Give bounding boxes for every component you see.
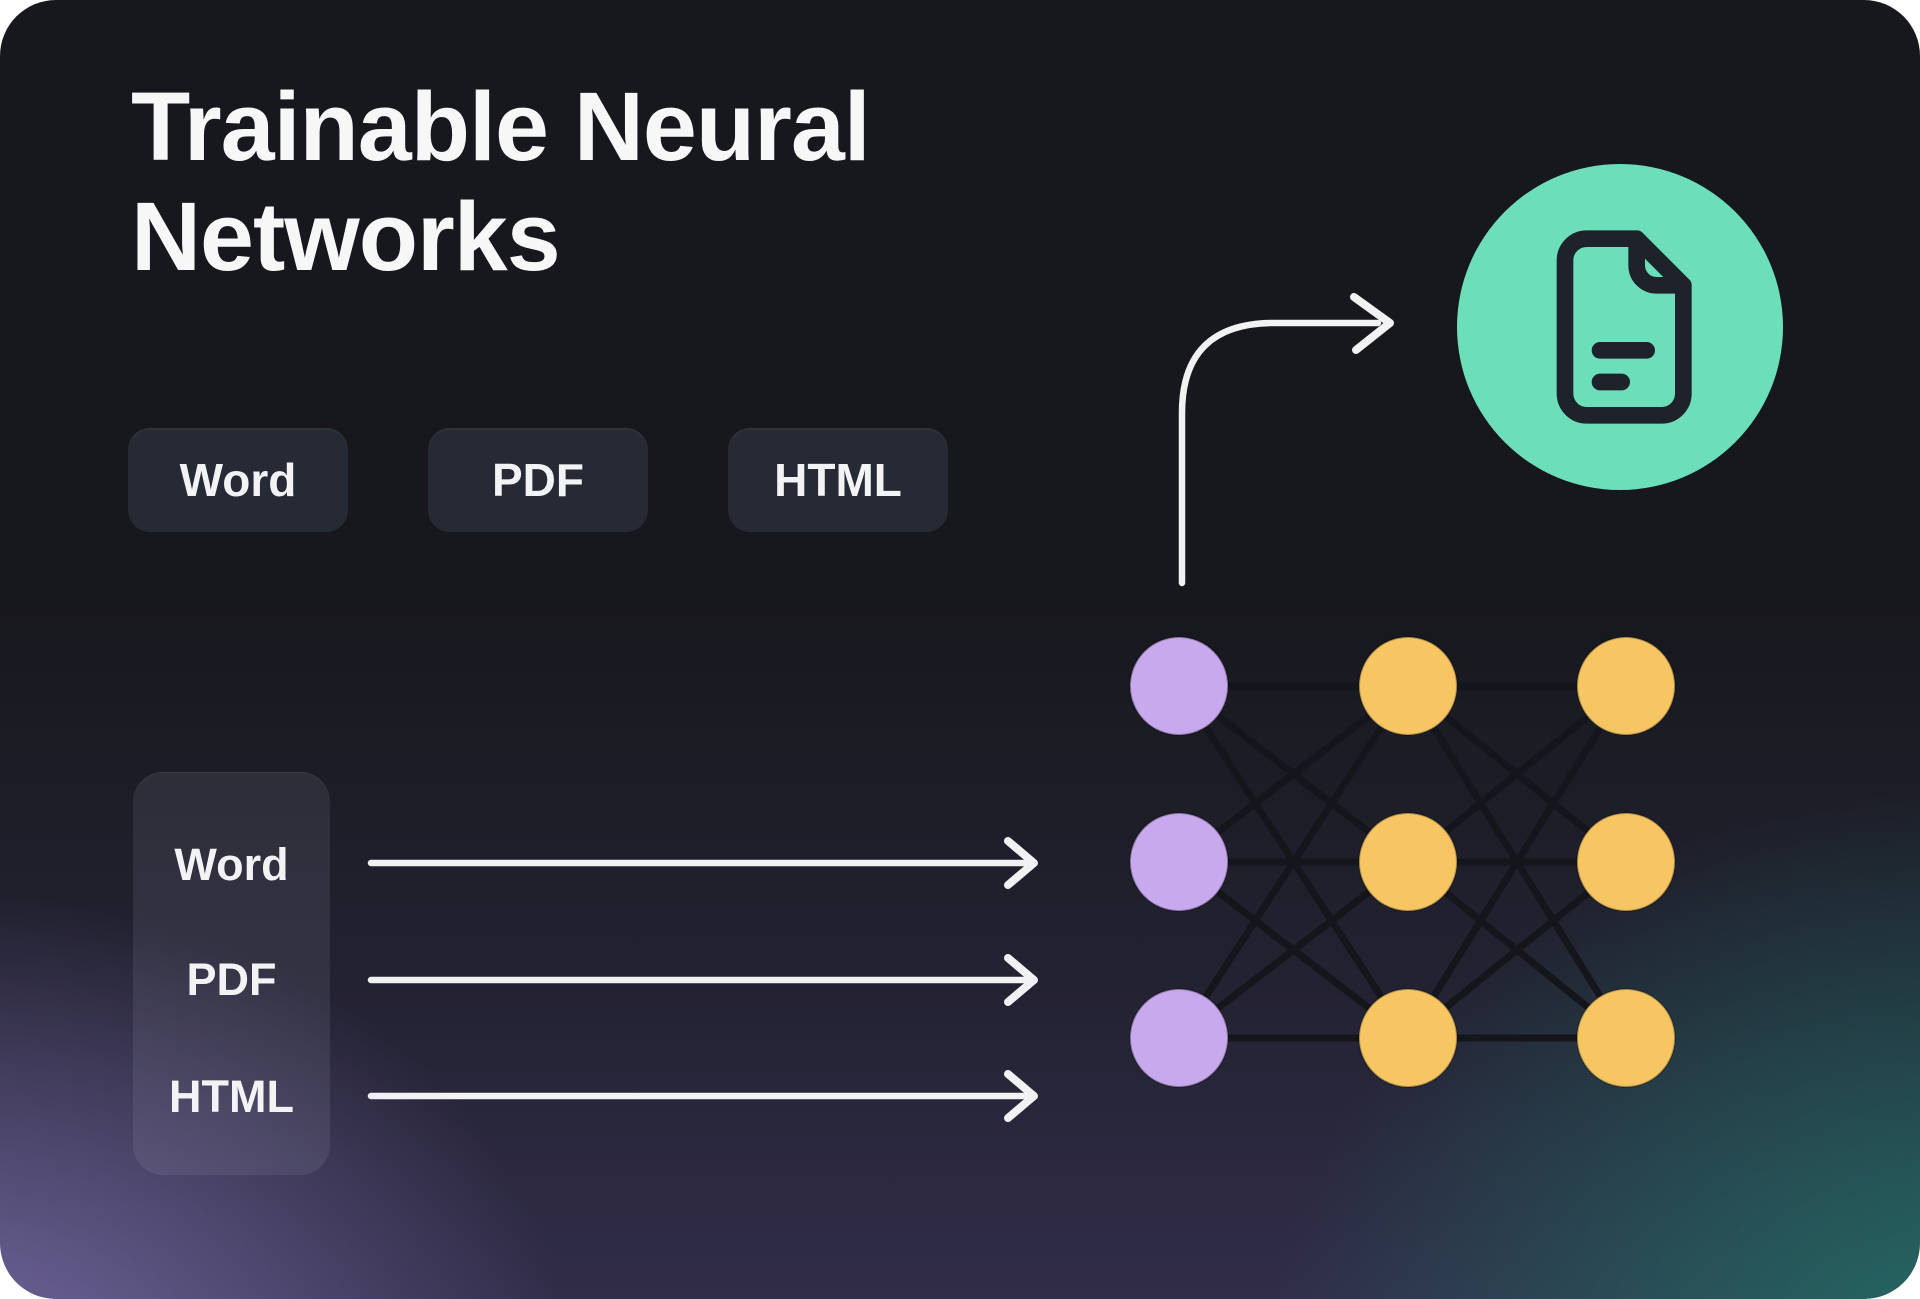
network-node-output: [1576, 812, 1676, 912]
network-node-input: [1129, 636, 1229, 736]
network-node-hidden: [1358, 988, 1458, 1088]
chip-html: HTML: [728, 428, 948, 532]
document-icon: [1556, 230, 1692, 424]
network-node-hidden: [1358, 812, 1458, 912]
network-node-input: [1129, 812, 1229, 912]
arrow-html: [367, 1070, 1038, 1122]
network-node-output: [1576, 988, 1676, 1088]
chip-word: Word: [128, 428, 348, 532]
input-row-word: Word: [133, 835, 330, 895]
network-node-hidden: [1358, 636, 1458, 736]
input-row-pdf: PDF: [133, 950, 330, 1010]
network-node-input: [1129, 988, 1229, 1088]
input-word-label: Word: [174, 839, 289, 890]
arrow-pdf: [367, 954, 1038, 1006]
format-chips: Word PDF HTML: [128, 428, 948, 532]
input-html-label: HTML: [169, 1071, 294, 1122]
chip-pdf-label: PDF: [492, 454, 584, 506]
input-arrows: [367, 837, 1038, 1122]
neural-network: [1129, 636, 1676, 1088]
input-formats-panel: Word PDF HTML: [133, 772, 330, 1175]
page-title: Trainable Neural Networks: [131, 72, 871, 291]
chip-word-label: Word: [179, 454, 297, 506]
output-arrow: [1178, 293, 1394, 587]
input-pdf-label: PDF: [186, 954, 277, 1005]
chip-html-label: HTML: [774, 454, 902, 506]
input-row-html: HTML: [133, 1067, 330, 1127]
chip-pdf: PDF: [428, 428, 648, 532]
output-document-badge: [1457, 164, 1783, 490]
network-node-output: [1576, 636, 1676, 736]
arrow-word: [367, 837, 1038, 889]
